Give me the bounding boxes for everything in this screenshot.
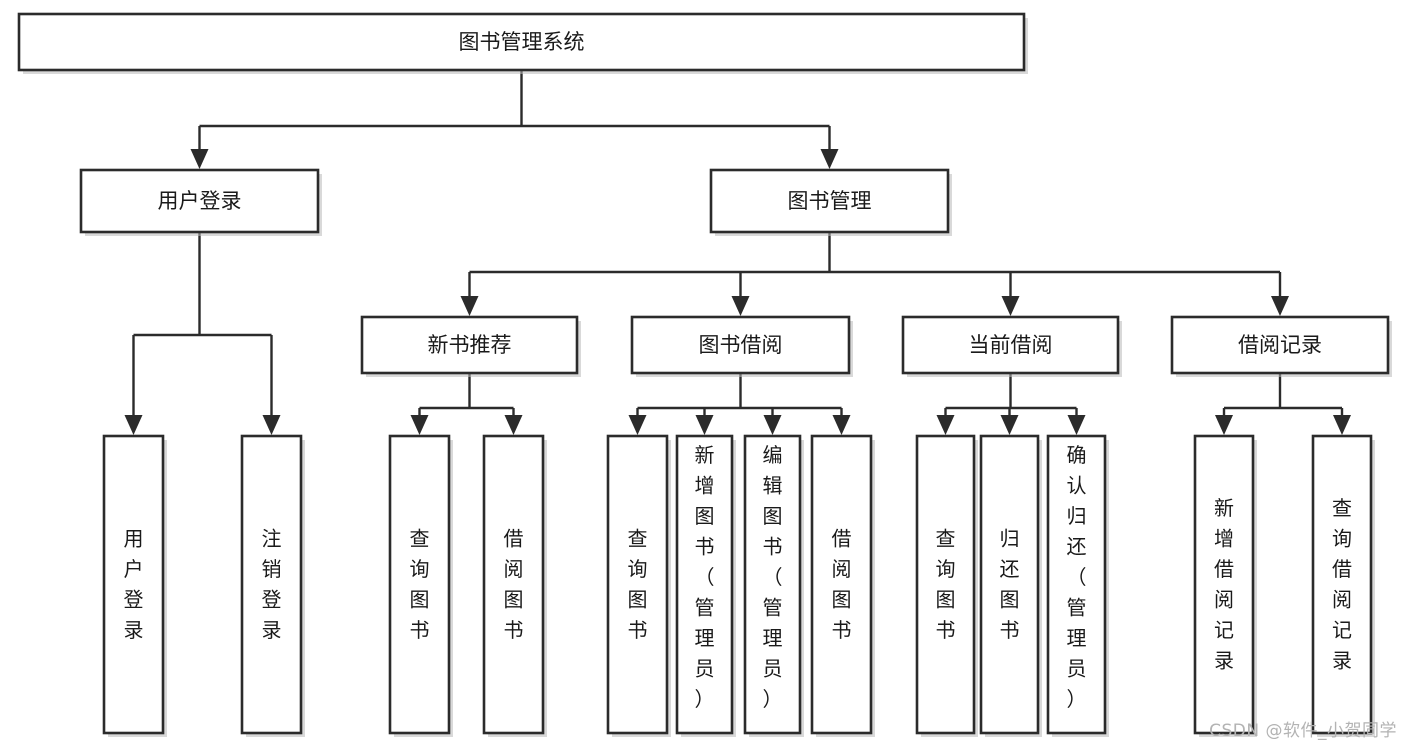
arrow-head-icon — [763, 415, 782, 435]
node-rect[interactable] — [630, 315, 851, 375]
node-label: 查询图书 — [628, 526, 648, 642]
node-leaf-add-book-admin[interactable]: 新增图书（管理员） — [675, 434, 736, 737]
node-label: 归还图书 — [1000, 526, 1020, 642]
arrow-head-icon — [628, 415, 647, 435]
node-label: 借阅记录 — [1238, 333, 1322, 357]
node-rect[interactable] — [709, 168, 950, 234]
node-label: 查询借阅记录 — [1332, 496, 1352, 673]
node-book-management[interactable]: 图书管理 — [709, 168, 952, 236]
node-label: 图书管理 — [788, 189, 872, 213]
node-label: 注销登录 — [262, 526, 282, 642]
nodes-layer: 图书管理系统用户登录图书管理新书推荐图书借阅当前借阅借阅记录用户登录注销登录查询… — [17, 12, 1392, 737]
node-leaf-query-borrow-record[interactable]: 查询借阅记录 — [1311, 434, 1375, 737]
arrow-head-icon — [190, 149, 209, 169]
node-label: 用户登录 — [158, 189, 242, 213]
arrow-head-icon — [936, 415, 955, 435]
arrow-head-icon — [1067, 415, 1086, 435]
arrow-head-icon — [1001, 296, 1020, 316]
node-rect[interactable] — [743, 434, 802, 735]
node-rect[interactable] — [1046, 434, 1107, 735]
node-leaf-query-book-current[interactable]: 查询图书 — [915, 434, 978, 737]
node-leaf-logout[interactable]: 注销登录 — [240, 434, 305, 737]
arrow-head-icon — [820, 149, 839, 169]
node-rect[interactable] — [979, 434, 1040, 735]
node-label: 新增图书（管理员） — [695, 443, 715, 711]
node-rect[interactable] — [360, 315, 579, 375]
node-rect[interactable] — [79, 168, 320, 234]
node-label: 查询图书 — [410, 526, 430, 642]
node-rect[interactable] — [606, 434, 669, 735]
node-label: 查询图书 — [936, 526, 956, 642]
node-label: 借阅图书 — [504, 526, 524, 642]
node-label: 新增借阅记录 — [1214, 496, 1234, 673]
node-book-borrow[interactable]: 图书借阅 — [630, 315, 853, 377]
node-borrow-record[interactable]: 借阅记录 — [1170, 315, 1392, 377]
node-label: 用户登录 — [124, 526, 144, 642]
node-label: 当前借阅 — [969, 333, 1053, 357]
node-leaf-edit-book-admin[interactable]: 编辑图书（管理员） — [743, 434, 804, 737]
arrow-head-icon — [262, 415, 281, 435]
node-leaf-borrow-book[interactable]: 借阅图书 — [810, 434, 875, 737]
node-rect[interactable] — [482, 434, 545, 735]
node-current-borrow[interactable]: 当前借阅 — [901, 315, 1122, 377]
connectors-layer — [124, 70, 1351, 435]
node-rect[interactable] — [17, 12, 1026, 72]
node-rect[interactable] — [102, 434, 165, 735]
arrow-head-icon — [460, 296, 479, 316]
csdn-watermark: CSDN @软件_小贺同学 — [1209, 721, 1397, 741]
node-label: 图书管理系统 — [459, 30, 585, 54]
node-rect[interactable] — [675, 434, 734, 735]
arrow-head-icon — [124, 415, 143, 435]
node-rect[interactable] — [1170, 315, 1390, 375]
arrow-head-icon — [504, 415, 523, 435]
node-leaf-query-book-recommend[interactable]: 查询图书 — [388, 434, 453, 737]
node-leaf-user-login[interactable]: 用户登录 — [102, 434, 167, 737]
node-rect[interactable] — [901, 315, 1120, 375]
node-user-login[interactable]: 用户登录 — [79, 168, 322, 236]
arrow-head-icon — [1271, 296, 1289, 316]
node-leaf-borrow-book-recommend[interactable]: 借阅图书 — [482, 434, 547, 737]
node-label: 新书推荐 — [428, 333, 512, 357]
node-leaf-query-book-borrow[interactable]: 查询图书 — [606, 434, 671, 737]
node-label: 借阅图书 — [832, 526, 852, 642]
node-leaf-return-book[interactable]: 归还图书 — [979, 434, 1042, 737]
arrow-head-icon — [410, 415, 429, 435]
node-label: 编辑图书（管理员） — [763, 443, 783, 711]
node-label: 图书借阅 — [699, 333, 783, 357]
arrow-head-icon — [1000, 415, 1019, 435]
arrow-head-icon — [1333, 415, 1351, 435]
node-label: 确认归还（管理员） — [1067, 443, 1087, 711]
node-root[interactable]: 图书管理系统 — [17, 12, 1028, 74]
node-leaf-add-borrow-record[interactable]: 新增借阅记录 — [1193, 434, 1257, 737]
arrow-head-icon — [832, 415, 851, 435]
arrow-head-icon — [731, 296, 750, 316]
arrow-head-icon — [695, 415, 714, 435]
node-rect[interactable] — [240, 434, 303, 735]
node-leaf-confirm-return-admin[interactable]: 确认归还（管理员） — [1046, 434, 1109, 737]
node-rect[interactable] — [810, 434, 873, 735]
node-rect[interactable] — [1193, 434, 1255, 735]
node-new-book-recommend[interactable]: 新书推荐 — [360, 315, 581, 377]
node-rect[interactable] — [388, 434, 451, 735]
node-rect[interactable] — [1311, 434, 1373, 735]
arrow-head-icon — [1215, 415, 1233, 435]
node-rect[interactable] — [915, 434, 976, 735]
